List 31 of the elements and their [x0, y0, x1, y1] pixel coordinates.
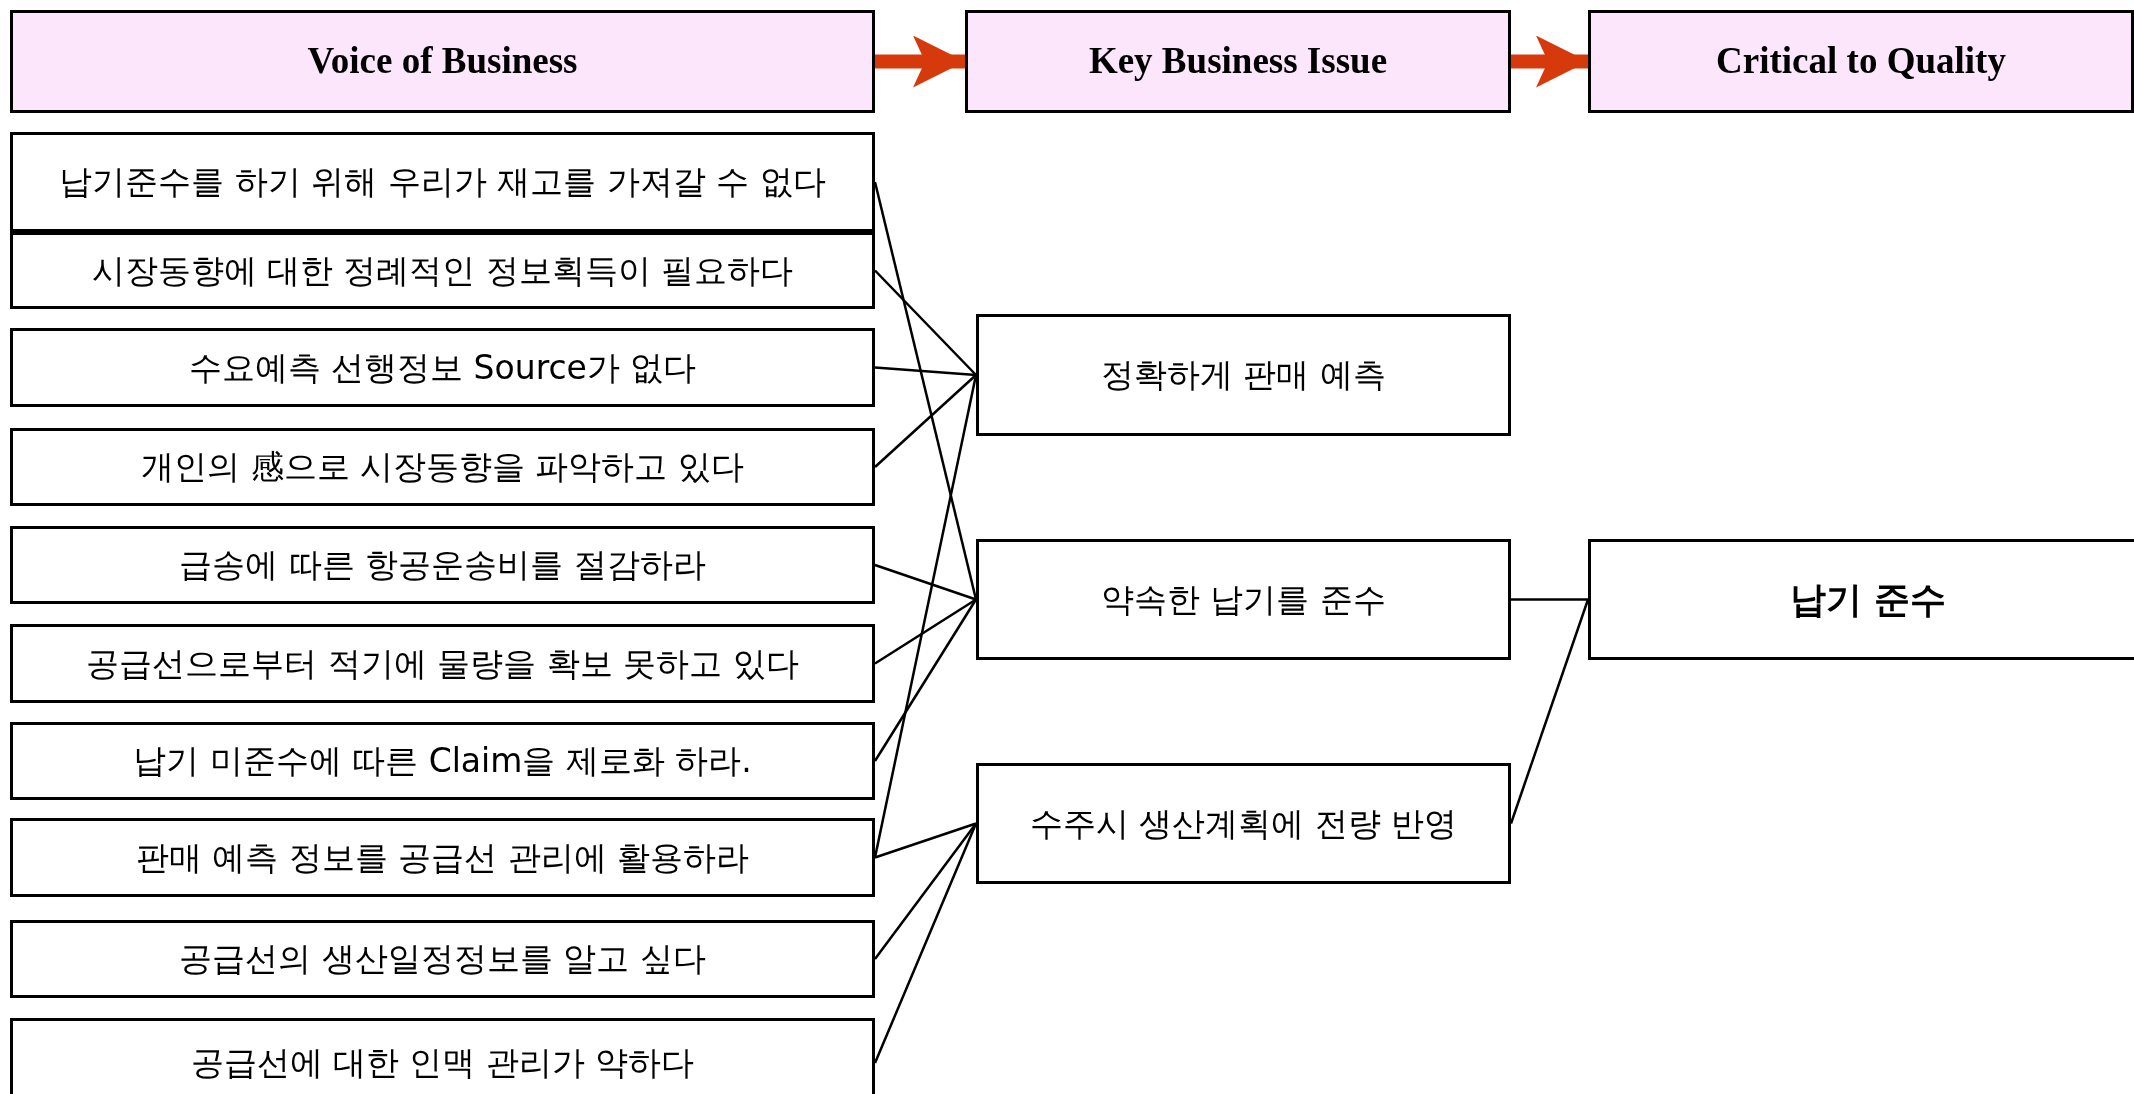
- connector-line: [874, 269, 977, 376]
- process-box: 판매 예측 정보를 공급선 관리에 활용하라: [10, 818, 875, 897]
- process-box: 시장동향에 대한 정례적인 정보획득이 필요하다: [10, 232, 875, 309]
- connector-line: [873, 181, 978, 600]
- process-box: 공급선의 생산일정정보를 알고 싶다: [10, 920, 875, 998]
- process-box: 수주시 생산계획에 전량 반영: [976, 763, 1511, 884]
- connector-line: [874, 822, 977, 960]
- header-box: Key Business Issue: [965, 10, 1511, 113]
- connector-line: [1511, 598, 1588, 601]
- process-box: 수요예측 선행정보 Source가 없다: [10, 328, 875, 407]
- process-box: 납기준수를 하기 위해 우리가 재고를 가져갈 수 없다: [10, 132, 875, 232]
- process-box: 납기 준수: [1588, 539, 2134, 660]
- process-box: 공급선으로부터 적기에 물량을 확보 못하고 있다: [10, 624, 875, 703]
- connector-line: [874, 598, 977, 665]
- process-box: 공급선에 대한 인맥 관리가 약하다: [10, 1018, 875, 1094]
- connector-line: [873, 598, 978, 762]
- header-box: Voice of Business: [10, 10, 875, 113]
- process-box: 납기 미준수에 따른 Claim을 제로화 하라.: [10, 722, 875, 800]
- connector-line: [874, 563, 977, 601]
- arrow: [875, 35, 965, 88]
- header-box: Critical to Quality: [1588, 10, 2134, 113]
- connector-line: [1509, 599, 1590, 824]
- process-box: 급송에 따른 항공운송비를 절감하라: [10, 526, 875, 604]
- arrow: [1511, 35, 1588, 88]
- connector-line: [874, 366, 977, 377]
- connector-line: [873, 374, 978, 858]
- process-box: 개인의 感으로 시장동향을 파악하고 있다: [10, 428, 875, 506]
- connector-line: [874, 374, 977, 468]
- process-box: 정확하게 판매 예측: [976, 314, 1511, 436]
- process-box: 약속한 납기를 준수: [976, 539, 1511, 660]
- connector-line: [874, 822, 977, 859]
